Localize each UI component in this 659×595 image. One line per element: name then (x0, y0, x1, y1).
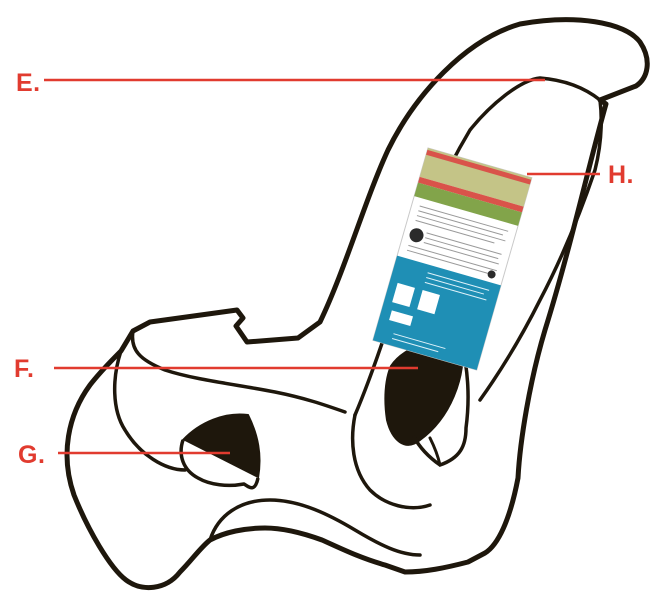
callout-label-e: E. (16, 71, 41, 96)
callout-label-h: H. (608, 163, 634, 188)
seat-outer-shell (67, 20, 647, 588)
callout-label-f: F. (14, 357, 34, 382)
callout-label-g: G. (18, 443, 45, 468)
